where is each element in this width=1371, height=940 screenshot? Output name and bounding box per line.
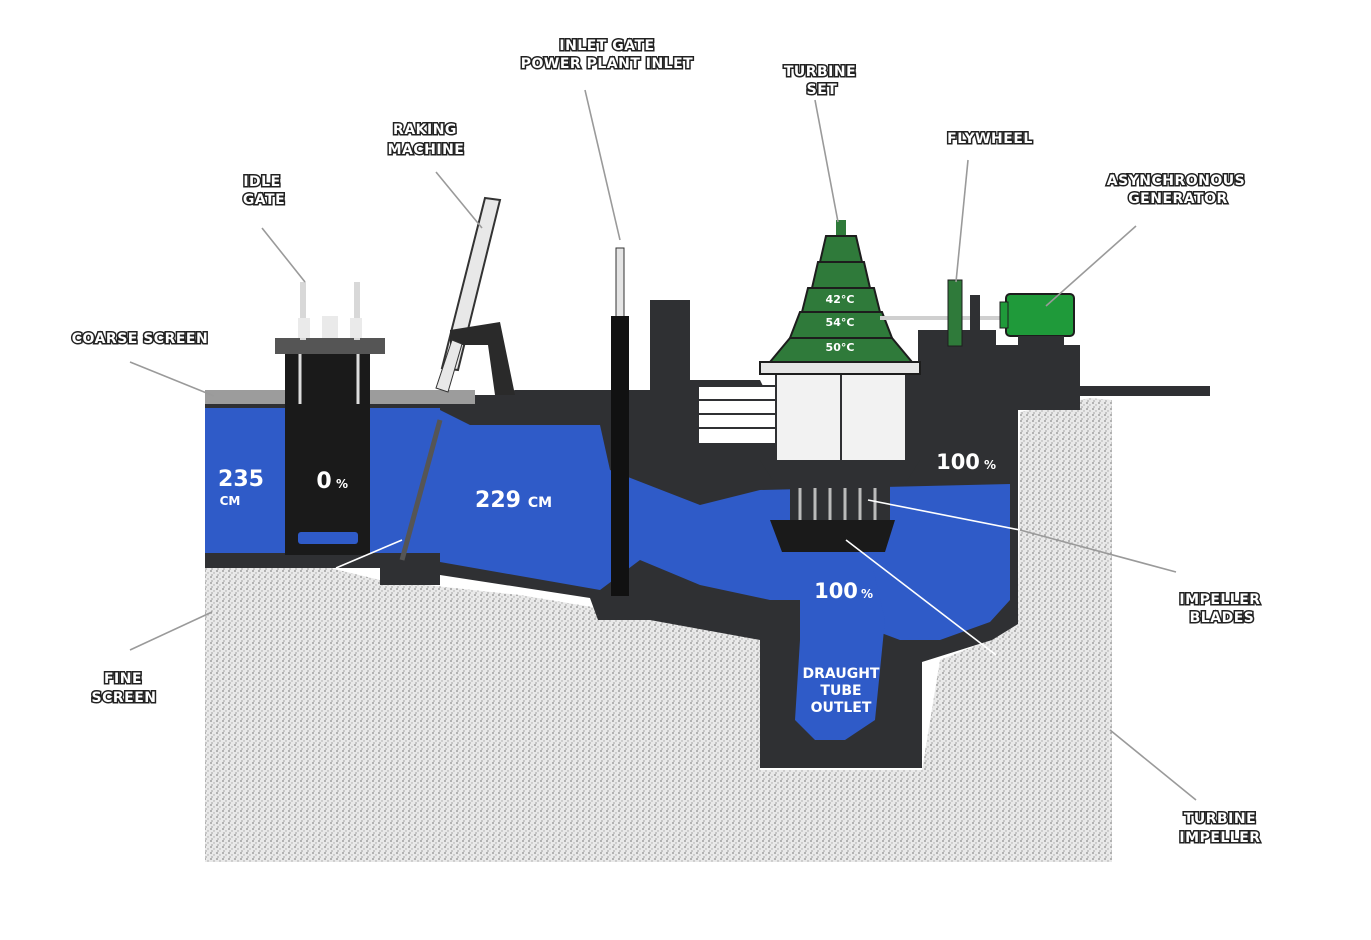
leader-turbine-impeller-outer (1109, 729, 1197, 801)
leader-coarse-screen (129, 361, 215, 397)
leader-fine-screen-inner (335, 539, 403, 569)
forebay-level-unit: CM (528, 495, 552, 511)
leader-turbine-impeller (845, 539, 997, 656)
draught-label-2: TUBE (820, 683, 861, 699)
impeller-opening-value: 100 (814, 579, 858, 603)
idle-gate-chamber-water (370, 408, 440, 553)
impeller-opening-unit: % (861, 587, 873, 601)
upstream-level-value: 235 (218, 467, 264, 492)
forebay-level-value: 229 (475, 488, 521, 513)
label-turbine: TURBINE (784, 64, 856, 80)
label-blades: BLADES (1190, 610, 1255, 626)
draught-tube-water (795, 555, 885, 740)
label-set: SET (807, 82, 838, 98)
leader-raking (435, 171, 483, 229)
label-asynchronous: ASYNCHRONOUS (1107, 173, 1246, 189)
label-impeller: IMPELLER (1179, 592, 1260, 608)
label-screen: SCREEN (92, 690, 157, 706)
stair-block (697, 385, 777, 445)
temperature-1: 42°C (826, 293, 855, 306)
idle-gate-opening-value: 0 (316, 469, 331, 494)
guide-vane-opening-unit: % (984, 458, 996, 472)
label-impeller-2: IMPELLER (1179, 830, 1260, 846)
label-power-plant-inlet: POWER PLANT INLET (521, 56, 693, 72)
flywheel[interactable] (947, 279, 963, 347)
label-raking: RAKING (393, 122, 457, 138)
leader-flywheel (955, 159, 969, 283)
leader-inlet-gate (584, 89, 621, 241)
draught-label-1: DRAUGHT (803, 666, 880, 682)
raking-machine[interactable] (435, 196, 515, 395)
leader-fine-screen (129, 611, 213, 651)
asynchronous-generator[interactable] (999, 293, 1075, 346)
leader-turbine-set (814, 99, 839, 223)
label-flywheel: FLYWHEEL (947, 131, 1033, 147)
label-coarse-screen: COARSE SCREEN (72, 331, 208, 347)
leader-impeller-blades-outer (1019, 529, 1177, 573)
label-machine: MACHINE (388, 142, 465, 158)
inlet-gate[interactable] (611, 247, 629, 596)
temperature-3: 50°C (826, 341, 855, 354)
idle-gate[interactable] (275, 282, 385, 555)
upstream-water (205, 408, 285, 553)
temperature-2: 54°C (826, 316, 855, 329)
guide-vane-opening-value: 100 (936, 450, 980, 474)
label-generator: GENERATOR (1128, 191, 1228, 207)
label-idle: IDLE (243, 174, 280, 190)
label-turbine-2: TURBINE (1184, 811, 1256, 827)
upstream-level-unit: CM (220, 494, 241, 508)
turbine-housing[interactable] (760, 371, 920, 552)
leader-generator (1045, 225, 1137, 307)
label-inlet-gate: INLET GATE (559, 38, 654, 54)
leader-impeller-blades (867, 499, 1021, 531)
idle-gate-opening-unit: % (336, 477, 348, 491)
fine-screen[interactable] (399, 419, 443, 561)
label-gate: GATE (243, 192, 285, 208)
ground (205, 398, 1112, 862)
draught-label-3: OUTLET (811, 700, 872, 716)
turbine-set[interactable] (759, 220, 921, 375)
label-fine: FINE (104, 671, 142, 687)
leader-idle-gate (261, 227, 306, 283)
